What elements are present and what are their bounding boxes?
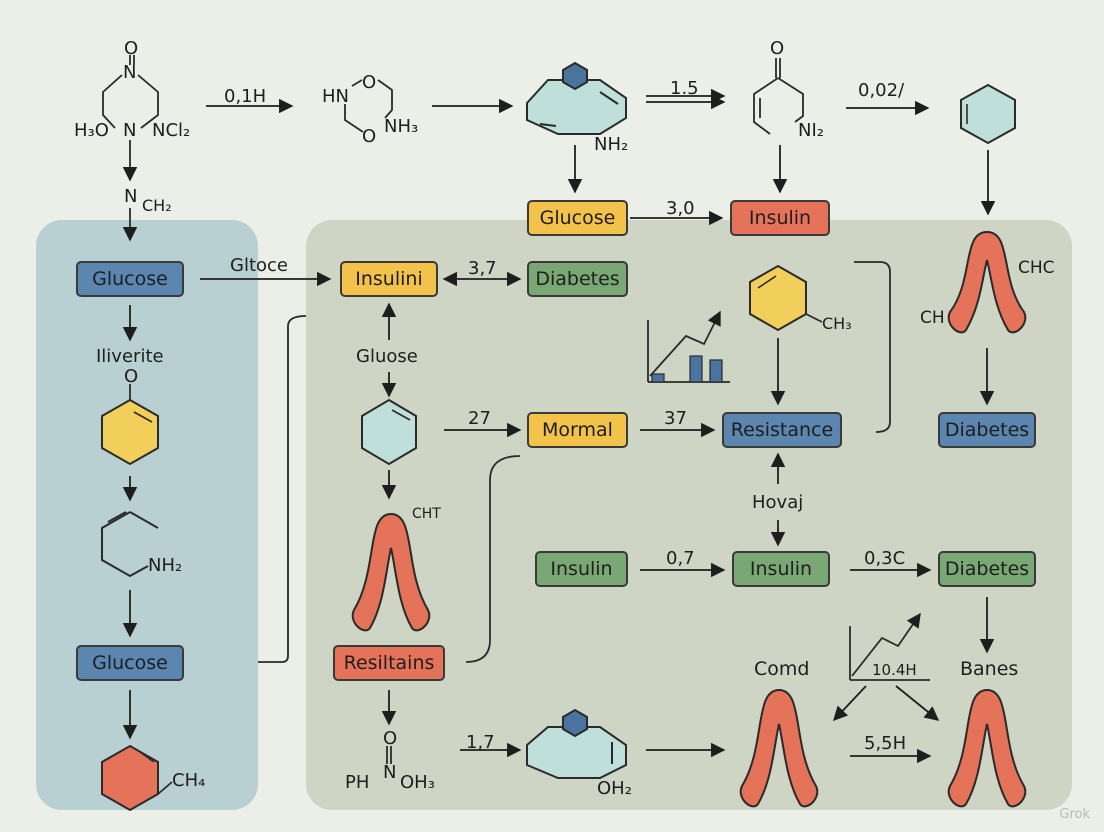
hexagon-bond [757,275,777,289]
molecule-fused-top [526,61,627,135]
bracket-left [258,315,307,663]
mini-chart-bar-trend [647,310,730,383]
node-glucose-top[interactable]: Glucose [527,200,628,236]
label-iliverite: Iliverite [96,346,164,367]
atom-m1-n2: N [123,120,137,141]
atom-m3-nh2: NH₂ [594,134,629,155]
edge-label-07: 0,7 [666,548,695,569]
node-glucose-left-1[interactable]: Glucose [76,261,184,297]
molecule-triazine-ring [102,55,159,242]
node-resistance[interactable]: Resistance [722,412,842,448]
edge-label-37a: 3,7 [468,258,497,279]
label-ch: CH [920,308,945,328]
edge-label-gltoce: Gltoce [230,255,288,276]
edge-label-30: 3,0 [666,198,695,219]
atom-m1-n: N [123,62,137,83]
hexagon-bond [805,313,823,323]
molecule-amine-ring [101,511,159,578]
node-insulini[interactable]: Insulini [340,261,438,297]
label-cht: CHT [412,506,441,522]
label-gluose: Gluose [356,346,418,367]
atom-m6-o: O [124,366,139,387]
edge-label-17: 1,7 [466,732,495,753]
node-resiltains[interactable]: Resiltains [333,645,445,681]
edge-label-002: 0,02/ [858,80,905,101]
arrow-chart-to-banes [895,685,940,721]
node-mormal[interactable]: Mormal [527,412,628,448]
right-panel [306,220,1072,810]
watermark: Grok [1059,807,1090,822]
label-chc: CHC [1018,258,1055,278]
molecule-oxazine-ring [344,79,393,133]
atom-m1-nch2-n: N [124,186,138,207]
atom-m4-o: O [770,38,785,59]
atom-m7-ch4: CH₄ [172,770,206,791]
atom-m5-ch3: CH₃ [822,314,852,333]
atom-m8-o: O [383,728,398,749]
edge-label-37b: 37 [664,408,687,429]
edge-label-55h: 5,5H [864,733,907,754]
chromosome-bottom-right [947,688,1027,808]
atom-m2-nh3: NH₃ [384,116,419,137]
bracket-right [854,261,891,433]
arrow-chart-to-comd [833,685,867,722]
edge-label-03c: 0,3C [864,548,906,569]
atom-m1-o: O [124,38,139,59]
label-banes: Banes [960,658,1019,680]
label-hovaj: Hovaj [752,492,804,513]
node-diabetes-right[interactable]: Diabetes [938,412,1036,448]
hexagon-teal-top-right [960,83,1016,145]
hexagon-red-bottom [101,744,159,812]
chromosome-top-right [947,230,1027,334]
node-diabetes-upper[interactable]: Diabetes [527,261,628,297]
edge-label-27: 27 [468,408,491,429]
atom-m9-oh2: OH₂ [597,778,632,799]
hexagon-bond [157,781,173,795]
left-panel [36,220,258,810]
atom-m4-ni2: NI₂ [798,120,824,141]
atom-m8-ph: PH [345,772,370,793]
bracket-center [465,455,521,663]
atom-m2-o2: O [362,126,377,147]
molecule-ketone-ring [753,58,804,135]
chromosome-center [351,512,431,632]
node-glucose-left-2[interactable]: Glucose [76,645,184,681]
hexagon-bond [391,409,411,421]
molecule-phosphate [386,746,392,764]
atom-m2-hn: HN [322,86,349,107]
edge-label-104h: 10.4H [872,661,917,679]
node-diabetes-green[interactable]: Diabetes [938,551,1036,587]
molecule-fused-bottom [526,708,627,779]
arrow-layer [122,88,996,764]
atom-m2-o1: O [362,72,377,93]
edge-label-15: 1.5 [670,78,699,99]
node-insulin-green-mid[interactable]: Insulin [732,551,830,587]
atom-m8-n: N [383,762,397,783]
atom-m8-oh3: OH₃ [400,772,435,793]
node-insulin-green-left[interactable]: Insulin [535,551,628,587]
hexagon-yellow-left [101,398,159,466]
edge-label-01h: 0,1H [224,86,267,107]
atom-m1-nch2-ch2: CH₂ [142,196,172,215]
hexagon-teal-mid [361,398,417,466]
hexagon-bond [133,411,153,423]
label-comd: Comd [754,658,810,680]
chromosome-bottom-center [739,688,819,808]
hexagon-yellow-mid [749,264,807,332]
atom-m1-ncl2: NCl₂ [152,120,191,141]
mini-chart-trend [849,612,930,681]
node-insulin-top[interactable]: Insulin [730,200,830,236]
hexagon-bond [139,751,155,763]
atom-m1-h3o: H₃O [74,120,109,141]
atom-m6-nh2: NH₂ [148,555,183,576]
